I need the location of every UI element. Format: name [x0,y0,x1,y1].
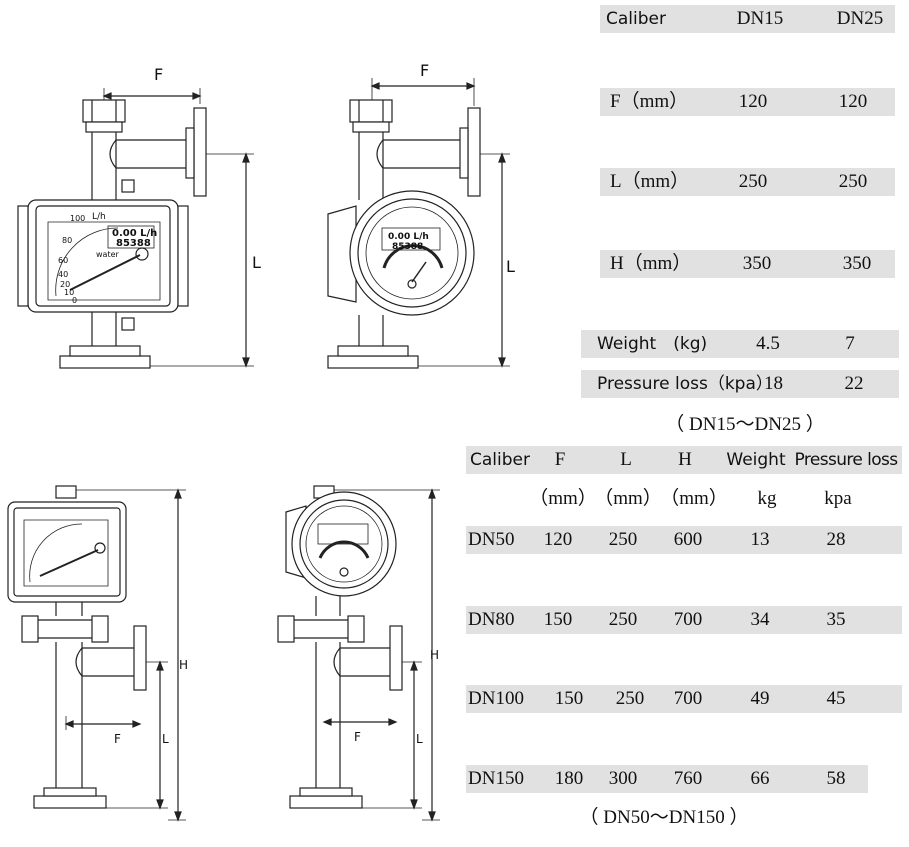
small-table-note: （ DN15～DN25 ） [665,414,825,435]
large-header-l: L [620,449,632,470]
row-bg-header [466,446,902,474]
small-h-label: H（mm） [610,253,692,274]
drawing-front-large [7,485,186,822]
display-rate-round: 0.00 L/h [388,232,429,242]
large-dn50-pressure: 28 [826,529,846,550]
large-dn150-caliber: DN150 [468,768,524,789]
small-h-dn25: 350 [842,253,872,274]
large-unit-weight: kg [757,488,777,509]
small-weight-label: Weight (kg) [597,334,708,354]
large-dn80-h: 700 [673,609,703,630]
large-dn80-l: 250 [608,609,638,630]
drawing-front-small [17,88,254,369]
display-rate: 0.00 L/h [112,228,158,239]
small-pressure-label: Pressure loss（kpa） [597,374,773,394]
row-bg-l [600,168,895,196]
row-bg-h [600,250,895,278]
large-dn150-f: 180 [554,768,584,789]
large-dn50-l: 250 [608,529,638,550]
display-total-round: 85388 [392,242,424,252]
large-unit-pressure: kpa [824,488,852,509]
large-header-weight: Weight [726,450,786,470]
large-dn100-f: 150 [554,688,584,709]
row-bg-dn50 [466,526,902,554]
large-dn50-weight: 13 [750,529,770,550]
scale-tick-10: 10 [64,288,75,297]
large-dn50-caliber: DN50 [468,529,515,550]
large-dn150-h: 760 [673,768,703,789]
small-l-label: L（mm） [610,171,690,192]
large-table-note: （ DN50～DN150 ） [579,807,749,828]
row-bg-dn150 [466,765,868,793]
large-dn80-f: 150 [543,609,573,630]
small-caliber-label: Caliber [606,9,666,29]
small-h-dn15: 350 [742,253,772,274]
large-dn50-h: 600 [673,529,703,550]
row-bg-caliber [600,5,895,33]
large-header-caliber: Caliber [470,450,530,470]
drawing4-H-label: H [430,648,440,662]
drawing4-L-label: L [416,732,423,746]
large-dn100-h: 700 [673,688,703,709]
small-dn25-header: DN25 [836,8,884,29]
large-dn80-caliber: DN80 [468,609,515,630]
small-f-label: F（mm） [610,91,689,112]
dial-unit: L/h [92,212,106,222]
small-pressure-dn15: 18 [764,373,783,394]
large-dn150-pressure: 58 [826,768,846,789]
large-header-h: H [678,449,692,470]
small-l-dn25: 250 [838,171,868,192]
scale-tick-100: 100 [70,214,86,223]
large-header-pressure: Pressure loss [794,450,898,470]
large-dn80-pressure: 35 [826,609,846,630]
small-pressure-dn25: 22 [844,373,864,394]
large-dn100-weight: 49 [750,688,770,709]
row-bg-f [600,88,895,116]
row-bg-dn100 [466,685,902,713]
row-bg-dn80 [466,606,902,634]
small-weight-dn15: 4.5 [756,333,780,354]
drawing-side-small [327,78,510,369]
drawing1-F-label: F [154,65,164,84]
drawing3-F-label: F [114,732,121,746]
large-header-f: F [554,449,566,470]
scale-tick-80: 80 [62,236,73,245]
small-f-dn15: 120 [738,91,768,112]
large-dn100-pressure: 45 [826,688,846,709]
large-unit-f: （mm） [529,488,597,509]
drawing2-F-label: F [420,61,430,80]
small-dn15-header: DN15 [736,8,784,29]
row-bg-weight [581,330,899,358]
large-dn100-l: 250 [615,688,645,709]
small-weight-dn25: 7 [845,333,855,354]
dial-medium: water [96,250,119,259]
large-dn100-caliber: DN100 [468,688,524,709]
scale-tick-0: 0 [72,296,78,305]
large-dn50-f: 120 [543,529,573,550]
scale-tick-40: 40 [58,270,69,279]
drawing-side-large [277,485,440,822]
drawing4-F-label: F [354,730,361,744]
scale-tick-60: 60 [58,256,69,265]
drawing2-L-label: L [506,257,515,276]
large-dn80-weight: 34 [750,609,770,630]
small-f-dn25: 120 [838,91,868,112]
large-unit-l: （mm） [594,488,662,509]
small-l-dn15: 250 [738,171,768,192]
drawing1-L-label: L [252,253,261,272]
drawing3-H-label: H [179,658,189,672]
display-total: 85388 [116,238,151,249]
large-dn150-weight: 66 [750,768,770,789]
scale-tick-20: 20 [60,280,71,289]
large-dn150-l: 300 [608,768,638,789]
large-unit-h: （mm） [660,488,728,509]
drawing3-L-label: L [162,732,169,746]
row-bg-pressure [581,370,899,398]
